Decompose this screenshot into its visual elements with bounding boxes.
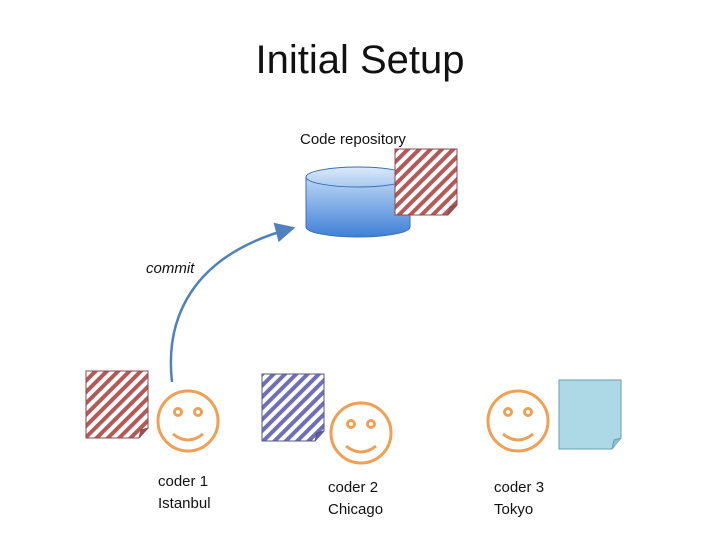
coder2-city: Chicago xyxy=(328,501,384,518)
coder3-name: coder 3 xyxy=(494,479,545,496)
coder2-document-icon xyxy=(261,373,325,442)
repository-document-icon xyxy=(394,148,458,216)
commit-label: commit xyxy=(146,260,195,277)
coder1-name: coder 1 xyxy=(158,473,209,490)
coder2-label: coder 2 Chicago xyxy=(328,477,383,521)
commit-arrow xyxy=(169,222,296,383)
coder1-smiley-icon xyxy=(156,389,220,453)
coder1-document-icon xyxy=(85,370,149,439)
repository-label: Code repository xyxy=(300,131,406,148)
coder2-name: coder 2 xyxy=(328,479,379,496)
database-cylinder-icon xyxy=(305,166,411,238)
coder3-document-icon xyxy=(558,379,622,450)
coder3-smiley-icon xyxy=(486,389,550,453)
coder3-label: coder 3 Tokyo xyxy=(494,477,544,521)
coder3-city: Tokyo xyxy=(494,501,534,518)
coder1-label: coder 1 Istanbul xyxy=(158,471,211,515)
slide-title: Initial Setup xyxy=(255,38,465,82)
coder2-smiley-icon xyxy=(329,401,393,465)
coder1-city: Istanbul xyxy=(158,495,211,512)
